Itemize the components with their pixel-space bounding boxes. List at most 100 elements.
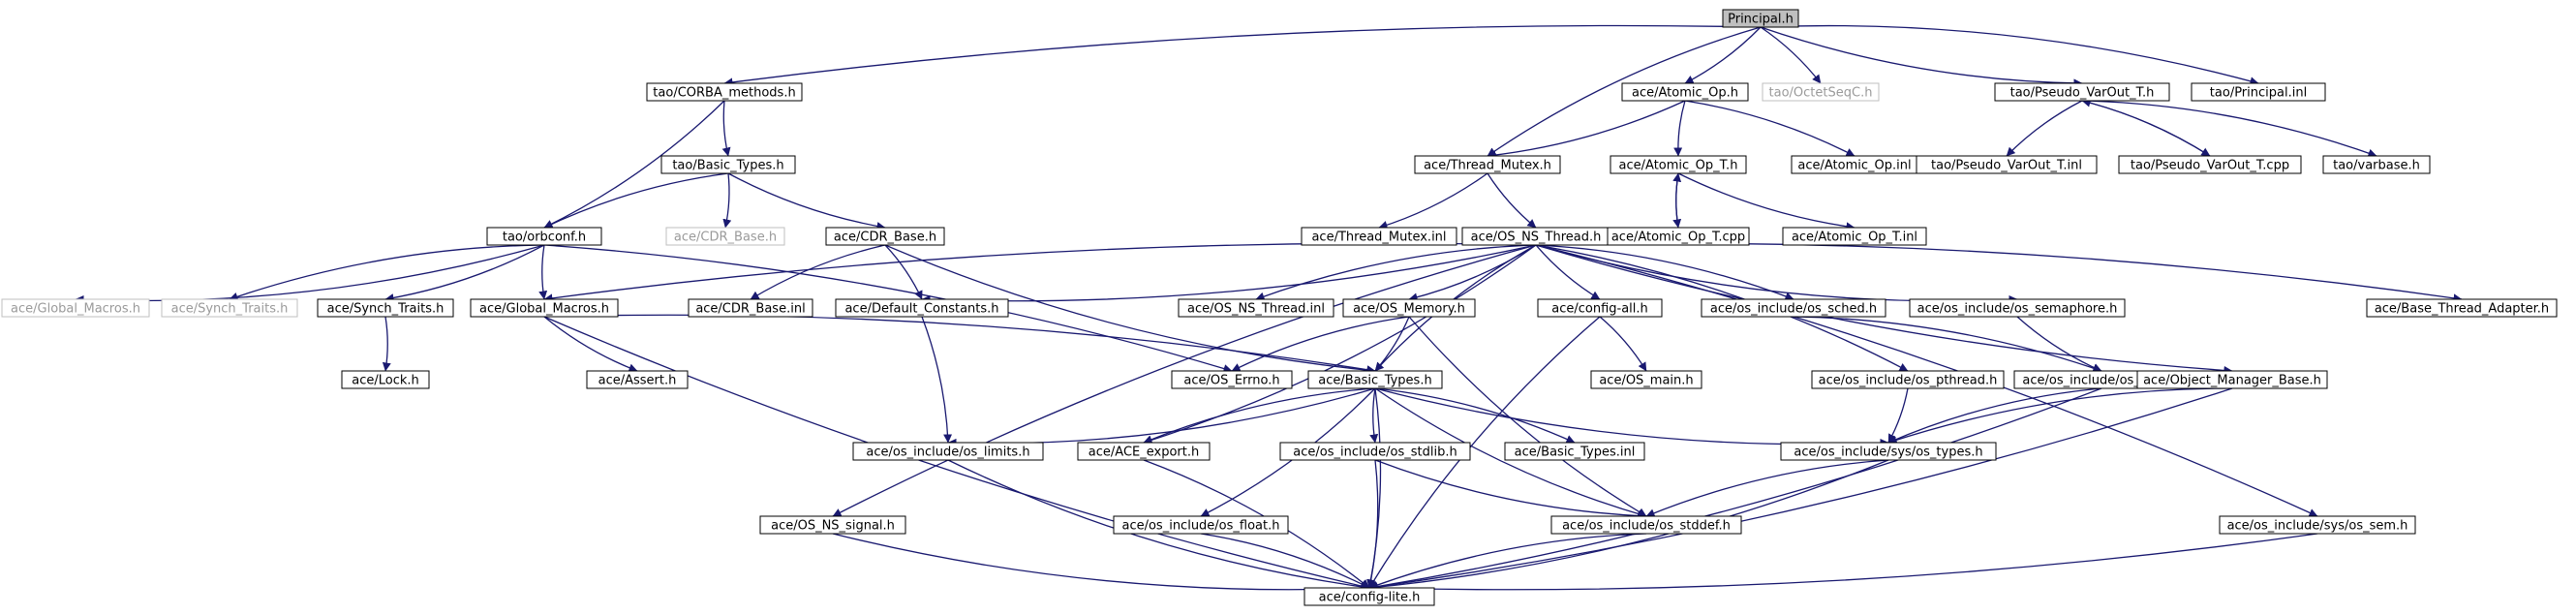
node-principal_h[interactable]: Principal.h <box>1722 9 1799 28</box>
edge-ace_config_all_h-to-ace_os_main_h <box>1599 316 1647 372</box>
node-ace_basic_types_h[interactable]: ace/Basic_Types.h <box>1307 370 1443 389</box>
node-ace_os_main_h[interactable]: ace/OS_main.h <box>1590 370 1702 389</box>
node-tao_corba_methods_h[interactable]: tao/CORBA_methods.h <box>646 82 803 102</box>
node-tao_pseudo_varout_t_inl[interactable]: tao/Pseudo_VarOut_T.inl <box>1916 155 2098 174</box>
node-tao_orbconf_h[interactable]: tao/orbconf.h <box>486 227 602 246</box>
node-tao_pseudo_varout_t_h[interactable]: tao/Pseudo_VarOut_T.h <box>1994 82 2170 102</box>
node-label: ace/Assert.h <box>598 374 677 388</box>
node-ace_os_include_os_stddef_h[interactable]: ace/os_include/os_stddef.h <box>1550 515 1742 535</box>
node-tao_basic_types_h[interactable]: tao/Basic_Types.h <box>660 155 796 174</box>
node-box <box>852 442 1044 461</box>
node-box <box>1782 227 1927 246</box>
node-box <box>660 155 796 174</box>
edge-ace_os_ns_thread_h-to-ace_os_include_sys_os_sem_h <box>1535 244 2318 517</box>
edge-ace_os_memory_h-to-ace_basic_types_h <box>1374 316 1410 372</box>
node-tao_principal_inl[interactable]: tao/Principal.inl <box>2191 82 2326 102</box>
node-label: ace/os_include/os_float.h <box>1121 519 1279 534</box>
edge-ace_basic_types_h-to-ace_os_include_os_stddef_h <box>1374 387 1647 518</box>
node-ace_ace_export_h[interactable]: ace/ACE_export.h <box>1077 442 1211 461</box>
edge-ace_os_memory_h-to-ace_os_errno_h <box>1231 316 1410 372</box>
node-ace_lock_h[interactable]: ace/Lock.h <box>341 370 430 389</box>
node-ace_synch_traits_h[interactable]: ace/Synch_Traits.h <box>317 298 454 318</box>
node-label: ace/os_include/os_semaphore.h <box>1917 302 2118 317</box>
node-label: ace/os_include/os_pthread.h <box>1819 374 1998 388</box>
edge-principal_h-to-tao_principal_inl <box>1760 24 2259 86</box>
node-label: ace/Object_Manager_Base.h <box>2143 374 2321 388</box>
node-ace_os_ns_thread_h[interactable]: ace/OS_NS_Thread.h <box>1461 227 1610 246</box>
node-ace_os_include_os_sched_h[interactable]: ace/os_include/os_sched.h <box>1701 298 1886 318</box>
node-ace_os_include_sys_os_sem_h[interactable]: ace/os_include/sys/os_sem.h <box>2219 515 2416 535</box>
node-box <box>1414 155 1561 174</box>
node-ace_atomic_op_t_h[interactable]: ace/Atomic_Op_T.h <box>1610 155 1747 174</box>
node-label: ace/OS_Errno.h <box>1183 374 1279 388</box>
node-label: ace/Atomic_Op.inl <box>1797 159 1911 173</box>
node-ace_atomic_op_t_inl[interactable]: ace/Atomic_Op_T.inl <box>1782 227 1927 246</box>
node-ace_synch_traits_h_missing: ace/Synch_Traits.h <box>161 298 298 318</box>
node-label: ace/Thread_Mutex.h <box>1424 159 1551 173</box>
node-ace_basic_types_inl[interactable]: ace/Basic_Types.inl <box>1504 442 1645 461</box>
node-ace_default_constants_h[interactable]: ace/Default_Constants.h <box>835 298 1009 318</box>
node-ace_global_macros_h[interactable]: ace/Global_Macros.h <box>470 298 619 318</box>
node-ace_atomic_op_h[interactable]: ace/Atomic_Op.h <box>1621 82 1749 102</box>
node-ace_thread_mutex_inl[interactable]: ace/Thread_Mutex.inl <box>1301 227 1457 246</box>
node-label: ace/Default_Constants.h <box>844 302 998 317</box>
node-label: ace/Atomic_Op_T.inl <box>1792 231 1917 245</box>
node-ace_cdr_base_h[interactable]: ace/CDR_Base.h <box>825 227 945 246</box>
node-label: tao/Pseudo_VarOut_T.inl <box>1931 159 2082 173</box>
node-ace_base_thread_adapter_h[interactable]: ace/Base_Thread_Adapter.h <box>2366 298 2558 318</box>
edge-ace_os_include_os_time_h-to-ace_os_include_sys_os_types_h <box>1887 387 2102 444</box>
node-label: ace/OS_Memory.h <box>1353 302 1465 317</box>
node-label: tao/Basic_Types.h <box>672 159 783 173</box>
node-label: ace/ACE_export.h <box>1089 446 1199 460</box>
node-ace_os_include_sys_os_types_h[interactable]: ace/os_include/sys/os_types.h <box>1780 442 1997 461</box>
nodes-layer: Principal.h tao/CORBA_methods.h ace/Atomic… <box>1 9 2558 606</box>
node-ace_os_include_os_float_h[interactable]: ace/os_include/os_float.h <box>1113 515 1289 535</box>
edge-ace_os_include_os_time_h-to-ace_config_lite_h <box>1368 387 2102 592</box>
edge-tao_orbconf_h-to-ace_global_macros_h <box>538 244 548 300</box>
node-ace_os_include_os_stdlib_h[interactable]: ace/os_include/os_stdlib.h <box>1279 442 1471 461</box>
node-box <box>161 298 298 318</box>
node-box <box>1303 587 1435 606</box>
node-ace_atomic_op_t_cpp[interactable]: ace/Atomic_Op_T.cpp <box>1607 227 1750 246</box>
edge-ace_os_ns_thread_h-to-ace_os_ns_thread_inl <box>1255 244 1537 301</box>
node-box <box>1701 298 1886 318</box>
edge-ace_os_ns_thread_h-to-ace_ace_export_h <box>1143 244 1537 445</box>
node-ace_os_memory_h[interactable]: ace/OS_Memory.h <box>1342 298 1476 318</box>
edge-ace_ace_export_h-to-ace_config_lite_h <box>1143 459 1370 589</box>
edge-ace_object_manager_base_h-to-ace_config_lite_h <box>1368 387 2233 592</box>
node-box <box>1113 515 1289 535</box>
node-tao_pseudo_varout_t_cpp[interactable]: tao/Pseudo_VarOut_T.cpp <box>2118 155 2302 174</box>
node-ace_os_errno_h[interactable]: ace/OS_Errno.h <box>1171 370 1293 389</box>
node-box <box>1780 442 1997 461</box>
node-label: ace/Thread_Mutex.inl <box>1311 231 1446 245</box>
node-ace_atomic_op_inl[interactable]: ace/Atomic_Op.inl <box>1791 155 1918 174</box>
node-ace_assert_h[interactable]: ace/Assert.h <box>586 370 689 389</box>
node-box <box>1607 227 1750 246</box>
node-label: tao/orbconf.h <box>503 231 586 245</box>
node-label: ace/Basic_Types.inl <box>1515 446 1636 460</box>
node-box <box>1610 155 1747 174</box>
edge-ace_config_all_h-to-ace_config_lite_h <box>1368 316 1601 589</box>
edge-ace_os_ns_thread_h-to-ace_global_macros_h <box>543 242 1537 303</box>
edge-ace_cdr_base_h-to-ace_cdr_base_inl <box>750 244 886 300</box>
edge-tao_orbconf_h-to-ace_synch_traits_h <box>384 244 545 302</box>
node-label: ace/Basic_Types.h <box>1318 374 1431 388</box>
node-ace_cdr_base_inl[interactable]: ace/CDR_Base.inl <box>688 298 813 318</box>
edge-tao_orbconf_h-to-ace_synch_traits_h_missing <box>229 244 545 301</box>
node-box <box>586 370 689 389</box>
node-ace_os_include_os_limits_h[interactable]: ace/os_include/os_limits.h <box>852 442 1044 461</box>
edge-ace_cdr_base_h-to-ace_default_constants_h <box>884 244 923 300</box>
node-label: ace/Atomic_Op_T.h <box>1619 159 1738 173</box>
edge-principal_h-to-ace_atomic_op_h <box>1684 26 1762 84</box>
node-ace_os_ns_signal_h[interactable]: ace/OS_NS_signal.h <box>759 515 906 535</box>
node-ace_os_include_os_pthread_h[interactable]: ace/os_include/os_pthread.h <box>1811 370 2005 389</box>
node-ace_object_manager_base_h[interactable]: ace/Object_Manager_Base.h <box>2136 370 2328 389</box>
node-ace_config_all_h[interactable]: ace/config-all.h <box>1537 298 1663 318</box>
node-ace_os_ns_thread_inl[interactable]: ace/OS_NS_Thread.inl <box>1178 298 1334 318</box>
node-ace_config_lite_h[interactable]: ace/config-lite.h <box>1303 587 1435 606</box>
node-label: ace/Global_Macros.h <box>11 302 140 317</box>
node-ace_os_include_os_semaphore_h[interactable]: ace/os_include/os_semaphore.h <box>1909 298 2126 318</box>
node-tao_varbase_h[interactable]: tao/varbase.h <box>2322 155 2431 174</box>
node-ace_thread_mutex_h[interactable]: ace/Thread_Mutex.h <box>1414 155 1561 174</box>
